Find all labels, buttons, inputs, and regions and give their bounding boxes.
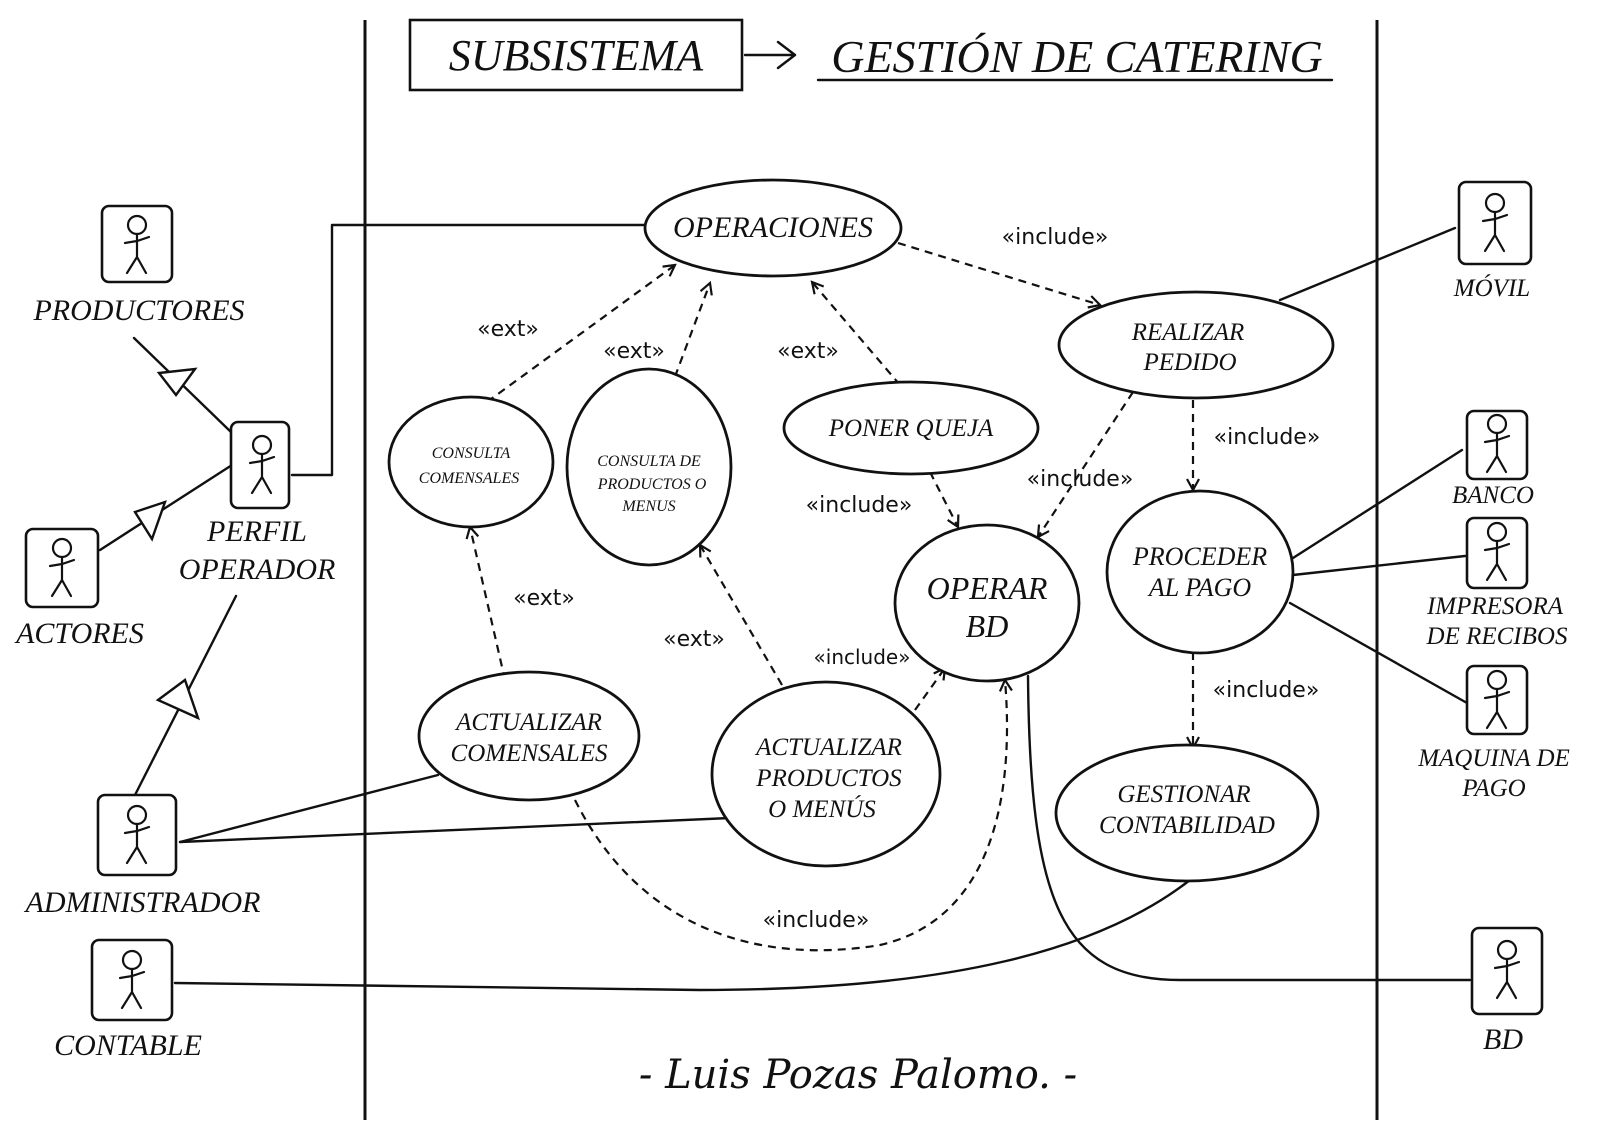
actor-impresora-label-2: DE RECIBOS (1426, 623, 1568, 650)
include-pedido-operarbd (1038, 391, 1134, 537)
actor-maquina-pago[interactable] (1465, 664, 1529, 736)
usecase-gestionar-contabilidad[interactable] (1054, 743, 1320, 883)
actor-perfil-operador-label-2: OPERADOR (179, 553, 336, 586)
generalization-arrow-administrador-icon (155, 678, 201, 721)
actor-banco-label: BANCO (1452, 482, 1534, 509)
usecase-consulta-productos-label-3: MENUS (621, 498, 675, 515)
usecase-gestionar-contabilidad-label-2: CONTABILIDAD (1099, 812, 1275, 839)
usecase-realizar-pedido-label-1: REALIZAR (1131, 319, 1245, 346)
usecase-operaciones[interactable] (643, 178, 903, 278)
actor-impresora-recibos[interactable] (1465, 516, 1529, 590)
label-include-queja-operarbd: «include» (806, 493, 913, 518)
association-operador-operaciones (290, 223, 647, 477)
association-admin-act-comensales (178, 773, 440, 844)
author-signature: - Luis Pozas Palomo. - (639, 1052, 1077, 1098)
label-ext-consulta-comensales: «ext» (477, 317, 539, 342)
usecase-poner-queja[interactable] (782, 380, 1040, 476)
usecase-consulta-comensales-label-2: COMENSALES (419, 470, 519, 487)
actor-impresora-label-1: IMPRESORA (1426, 593, 1564, 620)
usecase-operar-bd-label-2: BD (966, 608, 1009, 644)
association-pago-impresora (1291, 554, 1467, 577)
association-pago-maquina (1288, 601, 1469, 705)
actor-contable[interactable] (90, 938, 174, 1022)
actor-productores[interactable] (100, 204, 174, 284)
generalization-arrow-productores-icon (156, 367, 198, 397)
generalization-actores (98, 463, 234, 552)
actor-movil[interactable] (1457, 180, 1533, 266)
label-ext-act-productos: «ext» (663, 627, 725, 652)
usecase-actualizar-productos-label-2: PRODUCTOS (755, 765, 902, 792)
actor-actores[interactable] (24, 527, 100, 609)
label-include-operaciones-pedido: «include» (1002, 225, 1109, 250)
label-ext-consulta-productos: «ext» (603, 339, 665, 364)
ext-act-productos (700, 545, 783, 686)
actor-administrador-label: ADMINISTRADOR (24, 886, 261, 919)
usecase-operaciones-label: OPERACIONES (673, 211, 873, 244)
usecase-consulta-productos[interactable] (565, 367, 733, 567)
actor-contable-label: CONTABLE (54, 1029, 202, 1062)
usecase-consulta-comensales-label-1: CONSULTA (432, 445, 511, 462)
usecase-actualizar-comensales[interactable] (417, 670, 641, 802)
usecase-consulta-productos-label-1: CONSULTA DE (597, 453, 701, 470)
association-pago-banco (1291, 448, 1464, 560)
actor-perfil-operador-label-1: PERFIL (206, 515, 307, 548)
label-ext-poner-queja: «ext» (777, 339, 839, 364)
usecase-actualizar-productos-label-1: ACTUALIZAR (754, 734, 902, 761)
generalization-arrow-actores-icon (133, 500, 167, 542)
usecase-operar-bd[interactable] (893, 523, 1081, 683)
subsystem-label: SUBSISTEMA (449, 31, 704, 80)
actor-maquina-pago-label-1: MAQUINA DE (1417, 745, 1570, 772)
label-include-act-comensales-operarbd: «include» (763, 908, 870, 933)
association-contable-contabilidad (173, 878, 1192, 992)
association-pedido-movil (1278, 226, 1457, 302)
include-act-comensales-operarbd (574, 680, 1007, 952)
usecase-actualizar-productos[interactable] (710, 680, 942, 868)
usecase-proceder-pago-label-2: AL PAGO (1147, 573, 1252, 602)
actor-perfil-operador[interactable] (229, 420, 291, 510)
usecase-operar-bd-label-1: OPERAR (927, 570, 1048, 606)
actor-banco[interactable] (1465, 409, 1529, 481)
include-queja-operarbd (929, 471, 958, 527)
actor-administrador[interactable] (96, 793, 178, 877)
actor-actores-label: ACTORES (14, 617, 144, 650)
actor-maquina-pago-label-2: PAGO (1461, 775, 1525, 802)
actor-perfil-operador-frame (229, 420, 291, 510)
usecase-consulta-comensales[interactable] (387, 395, 555, 529)
usecase-consulta-productos-label-2: PRODUCTOS O (597, 476, 707, 493)
actor-productores-label: PRODUCTORES (32, 294, 244, 327)
system-name: GESTIÓN DE CATERING (831, 31, 1323, 82)
usecase-proceder-pago[interactable] (1105, 489, 1295, 655)
usecase-actualizar-comensales-label-2: COMENSALES (451, 740, 608, 767)
ext-consulta-productos (668, 283, 710, 391)
usecase-actualizar-comensales-label-1: ACTUALIZAR (454, 709, 602, 736)
label-include-pago-contabilidad: «include» (1213, 678, 1320, 703)
label-include-act-productos-operarbd: «include» (814, 645, 911, 669)
usecase-actualizar-productos-label-3: O MENÚS (768, 795, 876, 823)
association-operarbd-bd (1026, 674, 1472, 982)
include-operaciones-pedido (897, 241, 1100, 305)
usecase-gestionar-contabilidad-label-1: GESTIONAR (1117, 781, 1250, 808)
header-arrow-icon (743, 40, 797, 70)
usecase-realizar-pedido[interactable] (1057, 290, 1335, 400)
actor-bd[interactable] (1470, 926, 1544, 1016)
label-ext-act-comensales: «ext» (513, 586, 575, 611)
usecase-poner-queja-label: PONER QUEJA (828, 415, 994, 442)
include-act-productos-operarbd (914, 668, 945, 711)
usecase-proceder-pago-label-1: PROCEDER (1132, 542, 1267, 571)
label-include-pedido-operarbd: «include» (1027, 467, 1134, 492)
label-include-pedido-pago: «include» (1214, 425, 1321, 450)
association-admin-act-productos (178, 816, 732, 844)
ext-act-comensales (470, 527, 507, 681)
ext-poner-queja (812, 282, 901, 386)
subsystem-box (408, 18, 744, 92)
actor-movil-label: MÓVIL (1453, 274, 1530, 302)
ext-consulta-comensales (486, 265, 675, 403)
usecase-realizar-pedido-label-2: PEDIDO (1142, 349, 1236, 376)
actor-bd-label: BD (1483, 1023, 1523, 1056)
